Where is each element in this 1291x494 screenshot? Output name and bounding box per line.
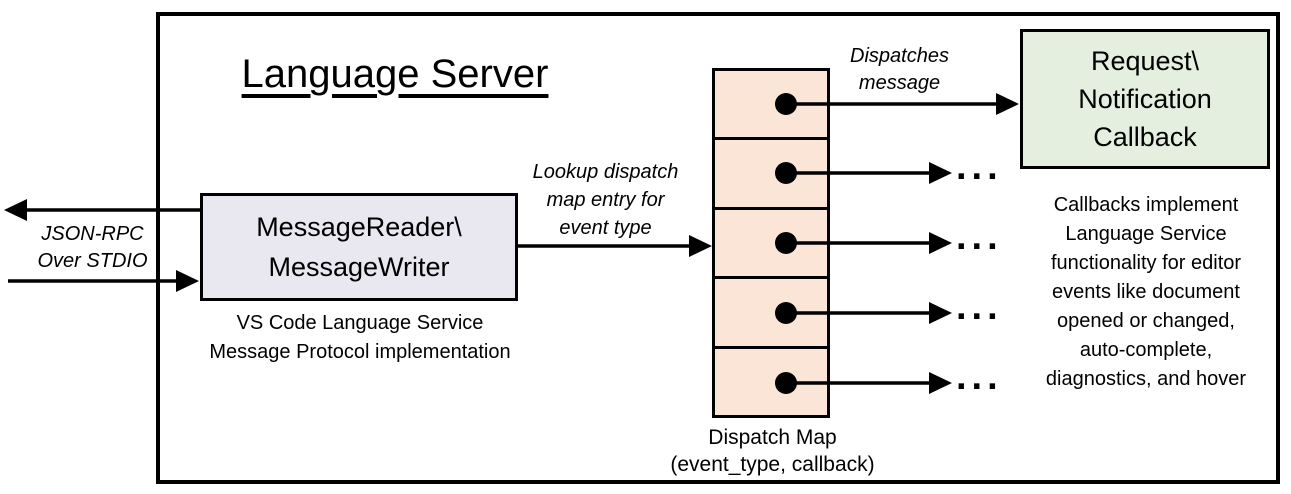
ellipsis-row-3: ... — [956, 216, 1003, 258]
dispatch-map-caption: Dispatch Map (event_type, callback) — [650, 424, 895, 478]
callback-caption-line2: Language Service — [1065, 223, 1227, 245]
callback-box-line2: Notification — [1078, 84, 1212, 114]
ellipsis-row-5: ... — [956, 356, 1003, 398]
callback-caption-line3: functionality for editor — [1050, 252, 1242, 274]
stdio-label-line1: JSON-RPC — [41, 223, 144, 245]
callback-box-line3: Callback — [1093, 122, 1197, 152]
dispatches-label-line1: Dispatches — [850, 45, 949, 67]
dispatches-label-line2: message — [858, 72, 941, 94]
stdio-label-line2: Over STDIO — [37, 250, 148, 272]
callback-caption-line7: diagnostics, and hover — [1045, 368, 1247, 390]
map-caption-line2: (event_type, callback) — [670, 453, 875, 476]
dispatch-map-cell-3 — [715, 210, 827, 280]
callback-caption-line4: events like document — [1052, 281, 1240, 303]
callback-caption-line6: auto-complete, — [1079, 339, 1213, 361]
ellipsis-row-2: ... — [956, 146, 1003, 188]
stdout-arrowhead-icon — [4, 199, 27, 221]
dispatch-map-cell-4 — [715, 279, 827, 349]
json-rpc-stdio-label: JSON-RPC Over STDIO — [10, 221, 175, 275]
message-caption-line2: Message Protocol implementation — [209, 341, 511, 363]
message-caption-line1: VS Code Language Service — [236, 312, 484, 334]
lookup-label-line1: Lookup dispatch — [532, 161, 679, 183]
dispatch-map-cell-1 — [715, 71, 827, 141]
callback-box-line1: Request\ — [1090, 46, 1200, 76]
dispatches-message-label: Dispatches message — [832, 43, 967, 97]
map-caption-line1: Dispatch Map — [708, 426, 837, 449]
message-box-line1: MessageReader\ — [256, 212, 462, 242]
callback-caption-line5: opened or changed, — [1057, 310, 1235, 332]
message-reader-writer-box: MessageReader\ MessageWriter — [200, 193, 518, 301]
lookup-label-line3: event type — [559, 217, 652, 239]
dispatch-map — [712, 68, 830, 418]
lookup-dispatch-label: Lookup dispatch map entry for event type — [513, 158, 698, 242]
request-notification-callback-box: Request\ Notification Callback — [1020, 29, 1270, 169]
diagram-title: Language Server — [241, 52, 549, 96]
ellipsis-row-4: ... — [956, 286, 1003, 328]
message-box-caption: VS Code Language Service Message Protoco… — [190, 309, 530, 367]
dispatch-map-cell-5 — [715, 349, 827, 415]
dispatch-map-cell-2 — [715, 140, 827, 210]
callback-caption: Callbacks implement Language Service fun… — [1020, 191, 1272, 394]
lookup-label-line2: map entry for — [546, 189, 665, 211]
message-box-line2: MessageWriter — [268, 252, 450, 282]
callback-caption-line1: Callbacks implement — [1053, 194, 1239, 216]
